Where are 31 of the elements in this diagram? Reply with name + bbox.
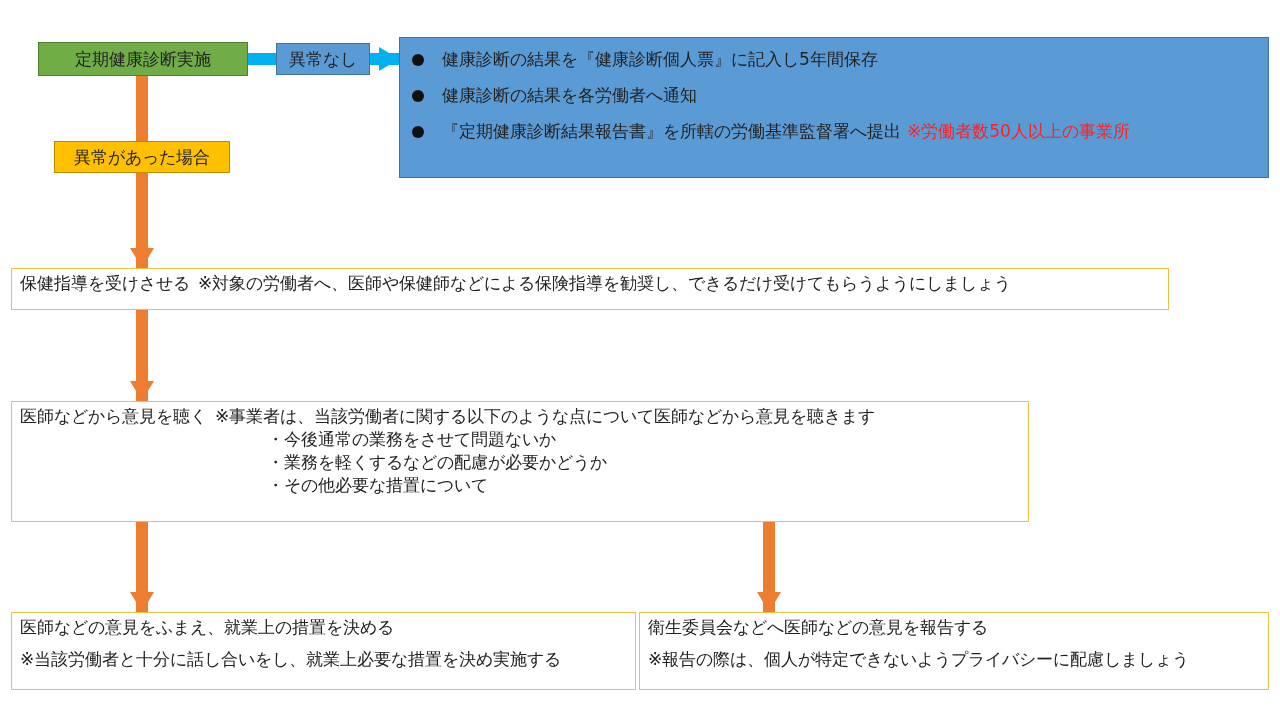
process-box bbox=[38, 42, 248, 76]
step-heading: 衛生委員会などへ医師などの意見を報告する bbox=[648, 616, 988, 638]
label-box bbox=[276, 43, 370, 75]
list-item: ・その他必要な措置について bbox=[267, 474, 488, 496]
condition-box bbox=[54, 141, 230, 173]
process-box bbox=[11, 612, 636, 690]
box-label: 異常なし bbox=[289, 47, 357, 71]
arrow bbox=[130, 310, 154, 401]
note-text: ※労働者数50人以上の事業所 bbox=[907, 121, 1130, 141]
step-heading: 医師などから意見を聴く bbox=[20, 406, 207, 426]
process-box bbox=[639, 612, 1269, 690]
bullet-text: 健康診断の結果を各労働者へ通知 bbox=[442, 85, 697, 105]
bullet-text: 健康診断の結果を『健康診断個人票』に記入し5年間保存 bbox=[442, 49, 878, 69]
note-text: ※事業者は、当該労働者に関する以下のような点について医師などから意見を聴きます bbox=[215, 406, 876, 426]
note-text: ※当該労働者と十分に話し合いをし、就業上必要な措置を決め実施する bbox=[20, 648, 562, 670]
arrow bbox=[130, 522, 154, 612]
step-heading: 保健指導を受けさせる bbox=[20, 273, 190, 293]
box-label: 異常があった場合 bbox=[74, 145, 210, 169]
step-heading: 医師などの意見をふまえ、就業上の措置を決める bbox=[20, 616, 394, 638]
arrow bbox=[370, 47, 399, 71]
note-text: ※対象の労働者へ、医師や保健師などによる保険指導を勧奨し、できるだけ受けてもらうようにしましょう bbox=[198, 273, 1012, 293]
bullet-text: 『定期健康診断結果報告書』を所轄の労働基準監督署へ提出 bbox=[442, 121, 901, 141]
result-box bbox=[399, 37, 1269, 178]
arrow bbox=[130, 173, 154, 268]
process-box bbox=[11, 268, 1169, 310]
list-item: ・業務を軽くするなどの配慮が必要かどうか bbox=[267, 451, 607, 473]
arrow bbox=[757, 522, 781, 612]
list-item: ・今後通常の業務をさせて問題ないか bbox=[267, 428, 556, 450]
box-label: 定期健康診断実施 bbox=[75, 47, 211, 71]
process-box bbox=[11, 401, 1029, 522]
note-text: ※報告の際は、個人が特定できないようプライバシーに配慮しましょう bbox=[648, 648, 1190, 670]
